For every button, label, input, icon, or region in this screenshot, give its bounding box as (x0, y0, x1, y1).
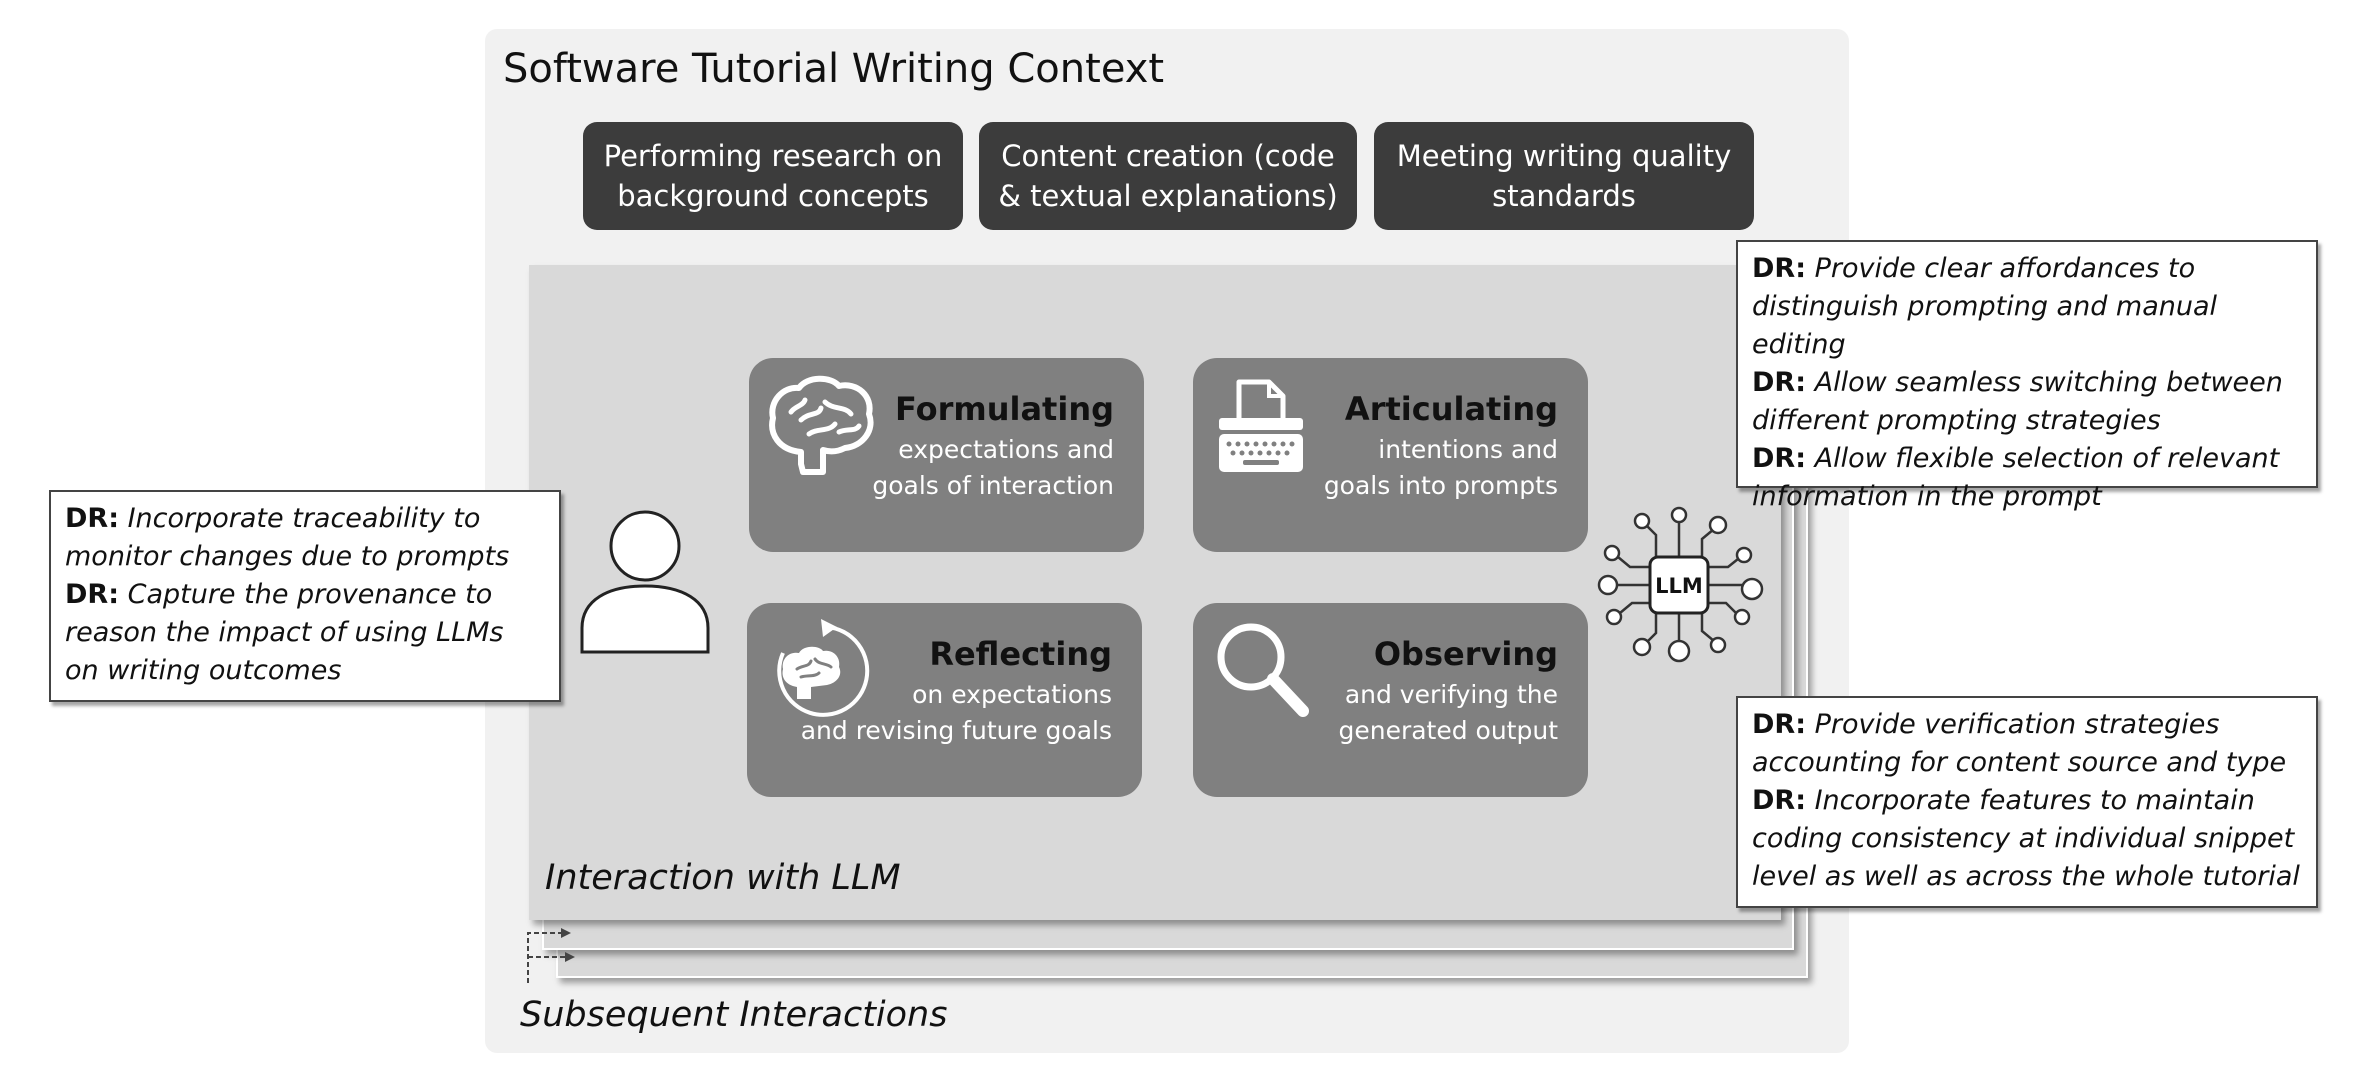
activity-content-creation: Content creation (code & textual explana… (979, 122, 1357, 230)
dr-item: DR: Capture the provenance to reason the… (65, 576, 545, 690)
task-description: expectations and goals of interaction (872, 435, 1114, 500)
dr-item: DR: Allow seamless switching between dif… (1752, 364, 2302, 440)
task-observing: Observing and verifying the generated ou… (1193, 603, 1588, 797)
dr-label: DR: (65, 579, 119, 610)
dr-label: DR: (1752, 709, 1806, 740)
task-heading: Articulating (1344, 390, 1558, 428)
dr-item: DR: Incorporate features to maintain cod… (1752, 782, 2302, 896)
dr-label: DR: (1752, 367, 1806, 398)
brain-icon (769, 375, 874, 475)
dr-label: DR: (65, 503, 119, 534)
dr-label: DR: (1752, 253, 1806, 284)
dr-note-top-right: DR: Provide clear affordances to disting… (1736, 240, 2318, 512)
llm-chip-icon: LLM (1597, 506, 1764, 663)
interaction-title: Interaction with LLM (545, 858, 901, 898)
subsequent-title: Subsequent Interactions (520, 995, 948, 1035)
activity-quality: Meeting writing quality standards (1374, 122, 1754, 230)
task-reflecting: Reflecting on expectations and revising … (747, 603, 1142, 797)
magnifier-icon (1217, 623, 1309, 717)
task-description: on expectations and revising future goal… (800, 680, 1112, 745)
task-articulating: Articulating intentions and goals into p… (1193, 358, 1588, 552)
brain-cycle-icon (777, 619, 870, 717)
task-description: intentions and goals into prompts (1323, 435, 1558, 500)
dr-text: Capture the provenance to reason the imp… (65, 579, 504, 686)
llm-label: LLM (1655, 574, 1703, 598)
task-description: and verifying the generated output (1338, 680, 1558, 745)
task-formulating: Formulating expectations and goals of in… (749, 358, 1144, 552)
typewriter-icon (1219, 379, 1303, 472)
activity-research: Performing research on background concep… (583, 122, 963, 230)
dr-note-left: DR: Incorporate traceability to monitor … (49, 490, 561, 702)
person-icon (580, 510, 710, 654)
dr-item: DR: Provide verification strategies acco… (1752, 706, 2302, 782)
dr-text: Incorporate features to maintain coding … (1752, 785, 2300, 892)
dr-note-bottom-right: DR: Provide verification strategies acco… (1736, 696, 2318, 908)
task-heading: Formulating (895, 390, 1114, 428)
dr-label: DR: (1752, 443, 1806, 474)
dr-item: DR: Incorporate traceability to monitor … (65, 500, 545, 576)
dr-text: Allow flexible selection of relevant inf… (1752, 443, 2280, 512)
dr-text: Incorporate traceability to monitor chan… (65, 503, 510, 572)
dr-text: Allow seamless switching between differe… (1752, 367, 2283, 436)
dr-label: DR: (1752, 785, 1806, 816)
dr-text: Provide clear affordances to distinguish… (1752, 253, 2218, 360)
dr-item: DR: Provide clear affordances to disting… (1752, 250, 2302, 364)
dr-text: Provide verification strategies accounti… (1752, 709, 2287, 778)
dr-item: DR: Allow flexible selection of relevant… (1752, 440, 2302, 516)
context-title: Software Tutorial Writing Context (503, 46, 1165, 92)
task-heading: Reflecting (929, 635, 1112, 673)
loop-arrows-icon (527, 928, 575, 983)
task-heading: Observing (1373, 635, 1558, 673)
